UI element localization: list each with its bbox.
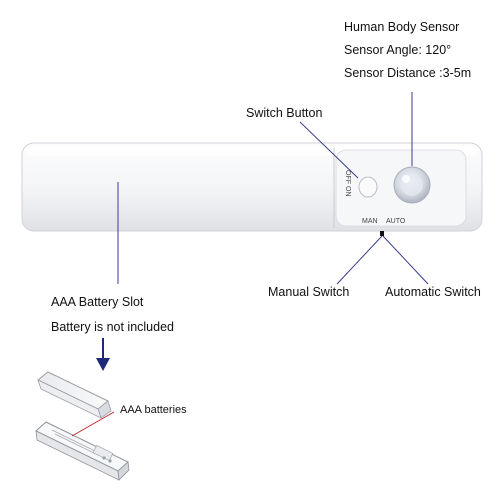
auto-marking: AUTO [386, 218, 406, 225]
battery-slot-label: AAA Battery Slot [51, 295, 144, 309]
battery-leader [71, 411, 115, 437]
switch-knob [358, 176, 378, 198]
on-marking: ON [344, 186, 351, 197]
battery-cover [37, 371, 112, 419]
battery-tray [35, 421, 130, 481]
batteries-label: AAA batteries [120, 404, 187, 416]
callout-lines [117, 92, 429, 285]
sensor-distance: Sensor Distance :3-5m [344, 66, 472, 80]
sensor-angle: Sensor Angle: 120° [344, 43, 452, 57]
man-marking: MAN [362, 218, 378, 225]
down-arrow-icon [96, 338, 110, 371]
automatic-switch-label: Automatic Switch [385, 285, 481, 299]
switch-button-label: Switch Button [246, 106, 323, 120]
sensor-title: Human Body Sensor [344, 20, 460, 34]
light-bar-device [21, 142, 483, 236]
battery-note-label: Battery is not included [51, 320, 174, 334]
off-marking: OFF [344, 170, 351, 184]
manual-switch-label: Manual Switch [268, 285, 350, 299]
mode-switch [380, 231, 384, 236]
